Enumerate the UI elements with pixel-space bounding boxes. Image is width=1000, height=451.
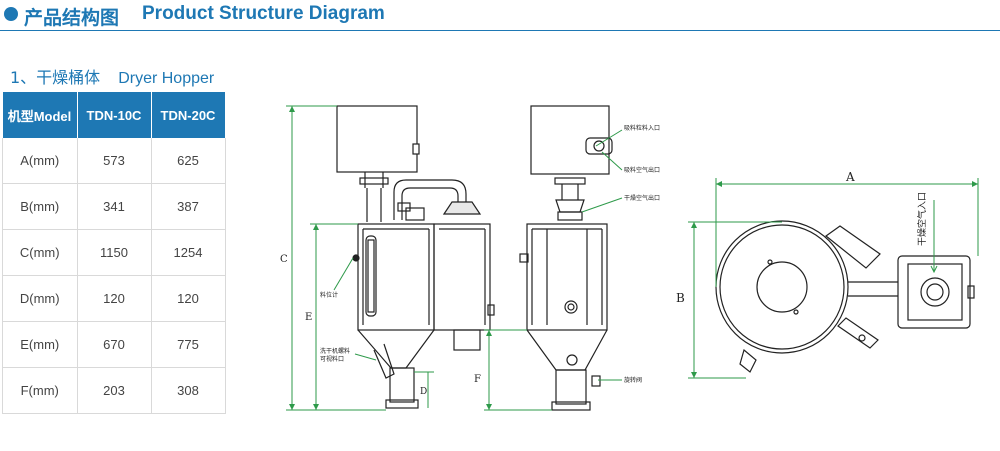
table-header-row: 机型Model TDN-10C TDN-20C bbox=[2, 92, 226, 138]
table-cell: 1150 bbox=[77, 229, 152, 276]
dim-label-f: F bbox=[474, 374, 481, 385]
table-cell: A(mm) bbox=[2, 138, 78, 184]
table-cell: 387 bbox=[151, 183, 226, 230]
label-discharge-2: 可视料口 bbox=[320, 355, 344, 363]
section-title: 1、干燥桶体 Dryer Hopper bbox=[10, 64, 214, 88]
dim-label-c: C bbox=[280, 254, 288, 265]
header-divider bbox=[0, 30, 1000, 31]
label-dry-air-outlet: 干燥空气出口 bbox=[624, 194, 660, 202]
bullet-icon bbox=[4, 7, 18, 21]
label-level-gauge: 料位计 bbox=[320, 291, 338, 299]
table-cell: 1254 bbox=[151, 229, 226, 276]
table-cell: C(mm) bbox=[2, 229, 78, 276]
table-cell: B(mm) bbox=[2, 183, 78, 230]
label-dry-air-inlet: 干燥空气入口 bbox=[916, 192, 928, 246]
table-cell: E(mm) bbox=[2, 321, 78, 368]
label-material-inlet: 吸料粒料入口 bbox=[624, 124, 660, 132]
dim-label-a: A bbox=[845, 170, 855, 184]
table-cell: 625 bbox=[151, 138, 226, 184]
table-cell: D(mm) bbox=[2, 275, 78, 322]
table-cell: 308 bbox=[151, 367, 226, 414]
section-title-en: Dryer Hopper bbox=[118, 70, 215, 87]
table-cell: 670 bbox=[77, 321, 152, 368]
dim-label-d: D bbox=[420, 387, 427, 397]
page-header: 产品结构图 Product Structure Diagram bbox=[0, 0, 1000, 32]
label-discharge-1: 洗干机螺料 bbox=[320, 347, 350, 355]
table-cell: F(mm) bbox=[2, 367, 78, 414]
label-exhaust-outlet: 吸料空气出口 bbox=[624, 166, 660, 174]
table-cell: 775 bbox=[151, 321, 226, 368]
front-view-drawing bbox=[336, 105, 495, 409]
table-cell: 341 bbox=[77, 183, 152, 230]
page-title-cn: 产品结构图 bbox=[24, 7, 120, 29]
table-cell: 573 bbox=[77, 138, 152, 184]
side-view-drawing bbox=[519, 105, 613, 411]
dim-label-e: E bbox=[305, 312, 312, 323]
table-header: TDN-20C bbox=[151, 92, 226, 138]
label-rotary-valve: 旋转阀 bbox=[624, 376, 642, 384]
table-cell: 120 bbox=[151, 275, 226, 322]
section-title-cn: 1、干燥桶体 bbox=[10, 68, 101, 87]
table-header: 机型Model bbox=[2, 92, 78, 138]
dim-label-b: B bbox=[676, 291, 685, 305]
table-cell: 120 bbox=[77, 275, 152, 322]
table-header: TDN-10C bbox=[77, 92, 152, 138]
page-title-en: Product Structure Diagram bbox=[142, 3, 385, 24]
top-view-drawing bbox=[715, 220, 975, 373]
table-cell: 203 bbox=[77, 367, 152, 414]
